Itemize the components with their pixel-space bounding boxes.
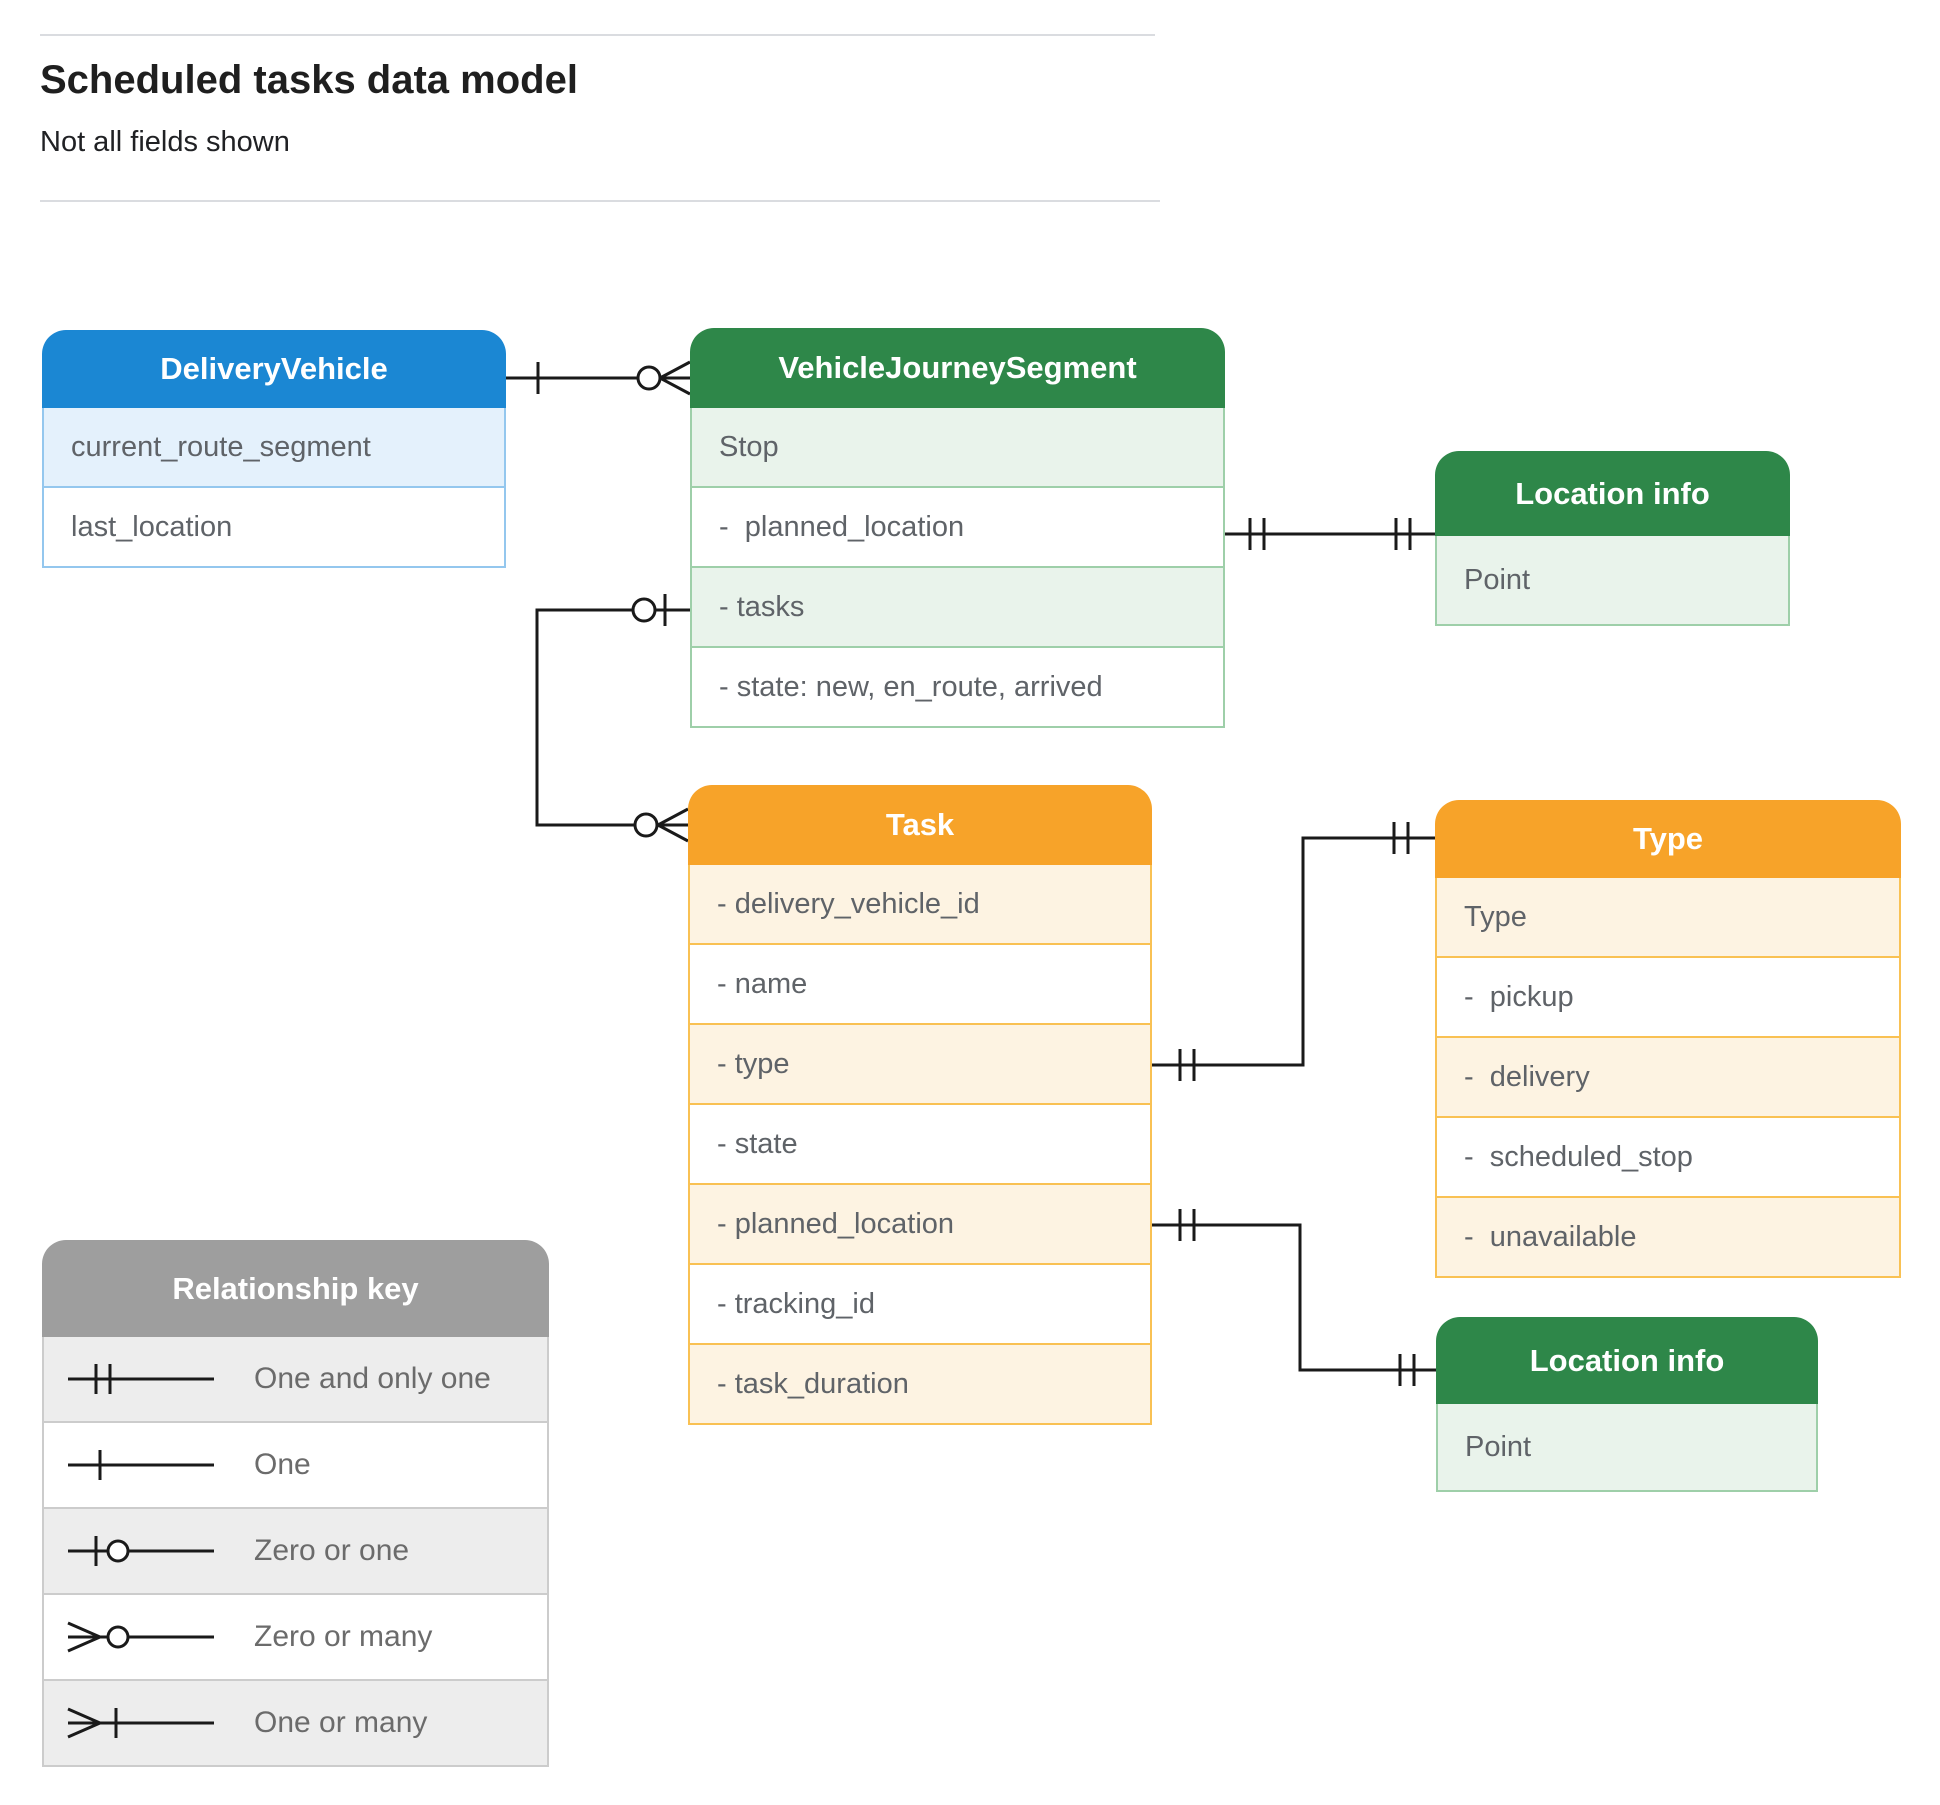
legend-label: One or many <box>254 1706 428 1739</box>
field-row: Point <box>1438 1404 1816 1490</box>
legend-row: One or many <box>44 1679 547 1765</box>
entity-task: Task - delivery_vehicle_id - name - type… <box>688 785 1152 1425</box>
legend-label: Zero or one <box>254 1534 410 1567</box>
field-row: current_route_segment <box>44 408 504 486</box>
field-row: - delivery_vehicle_id <box>690 865 1150 943</box>
field-row: Point <box>1437 536 1788 624</box>
field-row: - tracking_id <box>690 1263 1150 1343</box>
field-row: - pickup <box>1437 956 1899 1036</box>
connector-vjs-locationinfo-top <box>1225 518 1435 550</box>
entity-fields: Type - pickup - delivery - scheduled_sto… <box>1435 878 1901 1278</box>
entity-title: Location info <box>1436 1317 1818 1404</box>
entity-fields: - delivery_vehicle_id - name - type - st… <box>688 865 1152 1425</box>
entity-fields: current_route_segment last_location <box>42 408 506 568</box>
entity-title: Location info <box>1435 451 1790 536</box>
field-row: - planned_location <box>692 486 1223 566</box>
entity-title: VehicleJourneySegment <box>690 328 1225 408</box>
field-row: last_location <box>44 486 504 566</box>
connector-vjs-task <box>535 594 690 843</box>
field-row: - task_duration <box>690 1343 1150 1423</box>
connector-task-type <box>1152 822 1435 1081</box>
legend-row: One <box>44 1421 547 1507</box>
field-row: - tasks <box>692 566 1223 646</box>
legend-label: Zero or many <box>254 1620 433 1653</box>
field-row: - state <box>690 1103 1150 1183</box>
entity-delivery-vehicle: DeliveryVehicle current_route_segment la… <box>42 330 506 568</box>
field-row: - delivery <box>1437 1036 1899 1116</box>
field-row: - planned_location <box>690 1183 1150 1263</box>
entity-fields: Stop - planned_location - tasks - state:… <box>690 408 1225 728</box>
field-row: Type <box>1437 878 1899 956</box>
title-bottom-divider <box>40 200 1160 202</box>
page-subtitle: Not all fields shown <box>40 126 290 158</box>
zero-or-one-symbol <box>68 1536 214 1566</box>
entity-title: Task <box>688 785 1152 865</box>
field-row: - unavailable <box>1437 1196 1899 1276</box>
legend-row: One and only one <box>44 1337 547 1421</box>
legend-label: One <box>254 1448 311 1481</box>
field-row: - state: new, en_route, arrived <box>692 646 1223 726</box>
top-divider <box>40 34 1155 36</box>
legend-label: One and only one <box>254 1362 491 1395</box>
relationship-key-title: Relationship key <box>42 1240 549 1337</box>
entity-fields: Point <box>1436 1404 1818 1492</box>
field-row: - type <box>690 1023 1150 1103</box>
entity-location-info-bottom: Location info Point <box>1436 1317 1818 1492</box>
entity-title: Type <box>1435 800 1901 878</box>
field-row: - scheduled_stop <box>1437 1116 1899 1196</box>
relationship-key: Relationship key One and only one One <box>42 1240 549 1767</box>
field-row: Stop <box>692 408 1223 486</box>
one-symbol <box>68 1450 214 1480</box>
zero-or-many-symbol <box>67 1621 214 1653</box>
entity-type: Type Type - pickup - delivery - schedule… <box>1435 800 1901 1278</box>
entity-vehicle-journey-segment: VehicleJourneySegment Stop - planned_loc… <box>690 328 1225 728</box>
field-row: - name <box>690 943 1150 1023</box>
one-or-many-symbol <box>67 1707 214 1739</box>
entity-title: DeliveryVehicle <box>42 330 506 408</box>
entity-location-info-top: Location info Point <box>1435 451 1790 626</box>
legend-row: Zero or many <box>44 1593 547 1679</box>
connector-task-locationinfo-bottom <box>1152 1209 1436 1386</box>
page-title: Scheduled tasks data model <box>40 58 578 102</box>
entity-fields: Point <box>1435 536 1790 626</box>
legend-row: Zero or one <box>44 1507 547 1593</box>
connector-deliveryvehicle-vehiclejourneysegment <box>506 360 691 396</box>
relationship-key-rows: One and only one One Zero or one <box>42 1337 549 1767</box>
one-and-only-one-symbol <box>68 1364 214 1394</box>
